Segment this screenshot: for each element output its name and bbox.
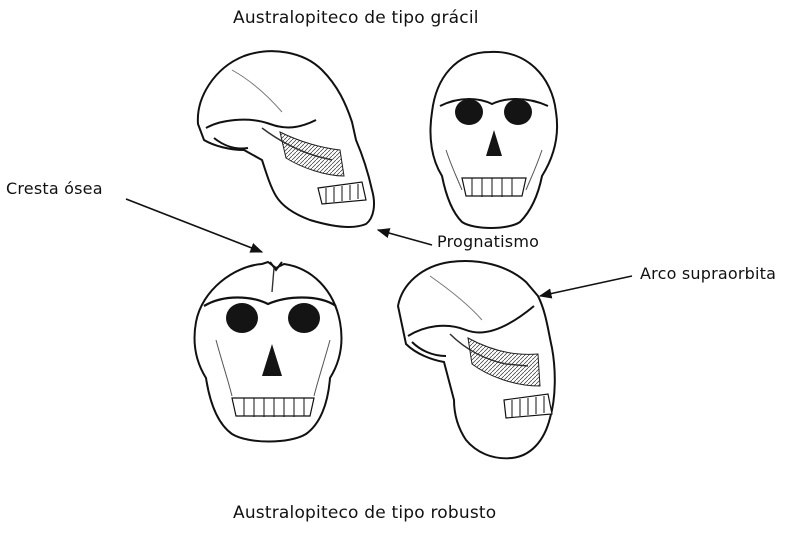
arrow-supraorbital [540, 276, 632, 296]
gracile-skull-front [430, 52, 557, 228]
robust-skull-front [194, 262, 341, 442]
arrow-prognathism [378, 230, 432, 245]
gracile-skull-side [198, 51, 374, 227]
robust-skull-side [398, 261, 555, 458]
arrow-crest [126, 199, 262, 252]
